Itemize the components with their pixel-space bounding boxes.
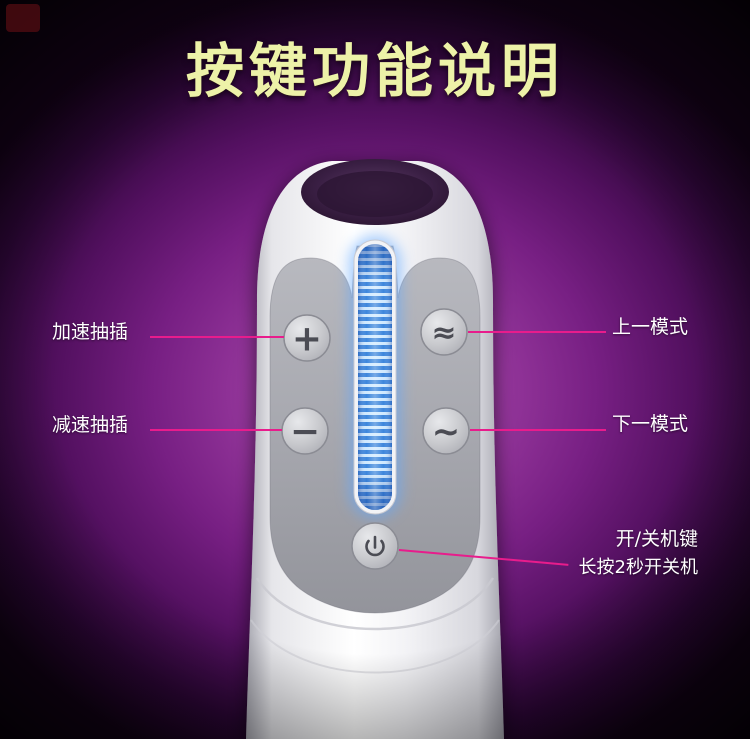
callout-line-speed-up bbox=[150, 336, 284, 338]
double-wave-icon: ≈ bbox=[431, 316, 456, 351]
corner-watermark bbox=[6, 4, 40, 32]
label-power: 开/关机键 bbox=[615, 528, 698, 550]
label-power-sub: 长按2秒开关机 bbox=[578, 557, 698, 578]
device-top-cap-inner bbox=[317, 171, 433, 217]
label-prev-mode: 上一模式 bbox=[612, 316, 689, 338]
plus-icon: + bbox=[292, 319, 322, 360]
led-strip-shine bbox=[358, 244, 392, 510]
callout-line-next-mode bbox=[470, 429, 606, 431]
label-power-group: 开/关机键 长按2秒开关机 bbox=[579, 528, 698, 579]
callout-line-slow-down bbox=[150, 429, 282, 431]
label-slow-down: 减速抽插 bbox=[52, 414, 129, 436]
minus-icon: − bbox=[290, 412, 320, 453]
page-title: 按键功能说明 bbox=[185, 37, 564, 105]
callout-line-prev-mode bbox=[468, 331, 606, 333]
label-speed-up: 加速抽插 bbox=[52, 321, 129, 343]
single-wave-icon: ∼ bbox=[432, 412, 461, 452]
label-next-mode: 下一模式 bbox=[612, 413, 689, 435]
